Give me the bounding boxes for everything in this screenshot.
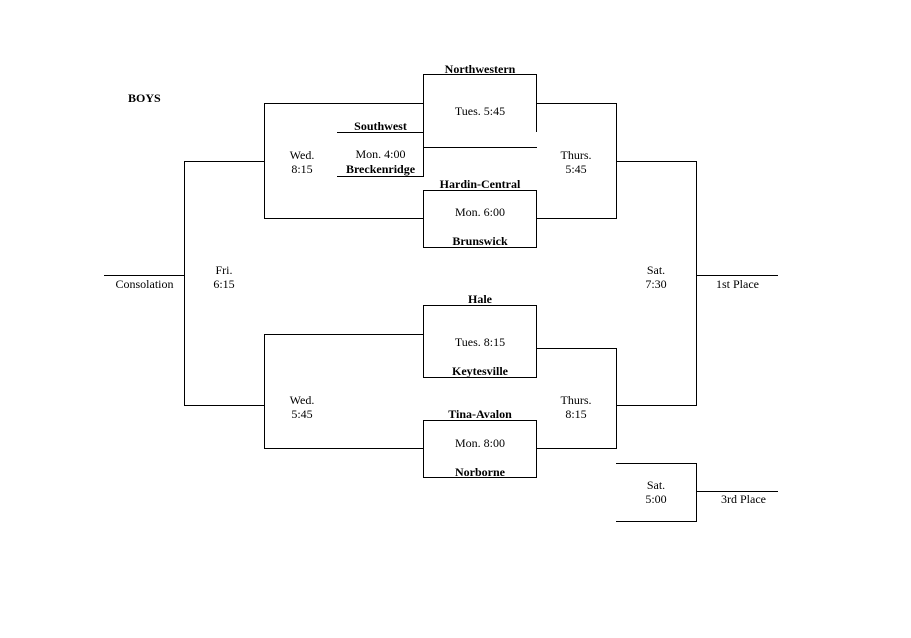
g5-right-line [536, 420, 537, 478]
semi-top-right-time: 5:45 [565, 162, 587, 176]
g5-time: Mon. 8:00 [454, 436, 505, 450]
g4-top-line [423, 305, 537, 306]
wed-top-lower-line [264, 218, 424, 219]
thurs-top-lower-line [536, 218, 617, 219]
consolation-game-day: Fri. [215, 263, 233, 277]
team-brunswick: Brunswick [452, 234, 508, 248]
thurs-bottom-vertical-line [616, 348, 617, 449]
team-tina-avalon: Tina-Avalon [448, 407, 512, 421]
final-day: Sat. [646, 263, 666, 277]
fri-vertical-line [184, 161, 185, 406]
wed-top-upper-line [264, 103, 424, 104]
fri-lower-line [184, 405, 265, 406]
wed-bottom-vertical-line [264, 334, 265, 449]
third-upper-line [616, 463, 697, 464]
thurs-bottom-lower-line [536, 448, 617, 449]
g4-bottom-line [423, 377, 537, 378]
final-lower-line [616, 405, 697, 406]
semi-bottom-day: Wed. [289, 393, 315, 407]
third-place-label: 3rd Place [721, 492, 766, 506]
fri-upper-line [184, 161, 265, 162]
third-lower-line [616, 521, 697, 522]
semi-top-day: Wed. [289, 148, 315, 162]
g1-time: Tues. 5:45 [454, 104, 506, 118]
semi-bottom-right-time: 8:15 [565, 407, 587, 421]
team-northwestern: Northwestern [444, 62, 516, 76]
g5-bottom-line [423, 477, 537, 478]
g3-right-line [536, 190, 537, 248]
thurs-bottom-upper-line [536, 348, 617, 349]
third-game-time: 5:00 [645, 492, 667, 506]
semi-bottom-right-day: Thurs. [560, 393, 592, 407]
g4-left-line [423, 305, 424, 378]
wed-bottom-lower-line [264, 448, 424, 449]
g3-time: Mon. 6:00 [454, 205, 505, 219]
g4-time: Tues. 8:15 [454, 335, 506, 349]
g2-advance-line [423, 147, 537, 148]
team-hale: Hale [468, 292, 492, 306]
g5-top-line [423, 420, 537, 421]
g2-time: Mon. 4:00 [355, 147, 406, 161]
wed-bottom-upper-line [264, 334, 424, 335]
page-title: BOYS [128, 91, 161, 105]
g4-right-line [536, 305, 537, 378]
semi-bottom-time: 5:45 [291, 407, 313, 421]
semi-top-right-day: Thurs. [560, 148, 592, 162]
final-upper-line [616, 161, 697, 162]
semi-top-time: 8:15 [291, 162, 313, 176]
g3-left-line [423, 190, 424, 248]
g2-bottom-line [337, 176, 424, 177]
third-place-line [696, 491, 778, 492]
first-place-line [696, 275, 778, 276]
third-game-day: Sat. [646, 478, 666, 492]
team-keytesville: Keytesville [452, 364, 508, 378]
final-time: 7:30 [645, 277, 667, 291]
thurs-top-upper-line [536, 103, 617, 104]
third-vertical-line [696, 463, 697, 522]
g2-top-line [337, 132, 424, 133]
consolation-label: Consolation [115, 277, 174, 291]
final-vertical-line [696, 161, 697, 406]
g3-top-line [423, 190, 537, 191]
g2-right-line [423, 132, 424, 176]
team-breckenridge: Breckenridge [345, 162, 416, 176]
team-southwest: Southwest [354, 119, 407, 133]
consolation-game-time: 6:15 [213, 277, 235, 291]
g5-left-line [423, 420, 424, 478]
team-norborne: Norborne [455, 465, 505, 479]
g3-bottom-line [423, 247, 537, 248]
team-hardin-central: Hardin-Central [439, 177, 521, 191]
first-place-label: 1st Place [716, 277, 759, 291]
g1-top-line [423, 74, 537, 75]
consolation-line [104, 275, 185, 276]
